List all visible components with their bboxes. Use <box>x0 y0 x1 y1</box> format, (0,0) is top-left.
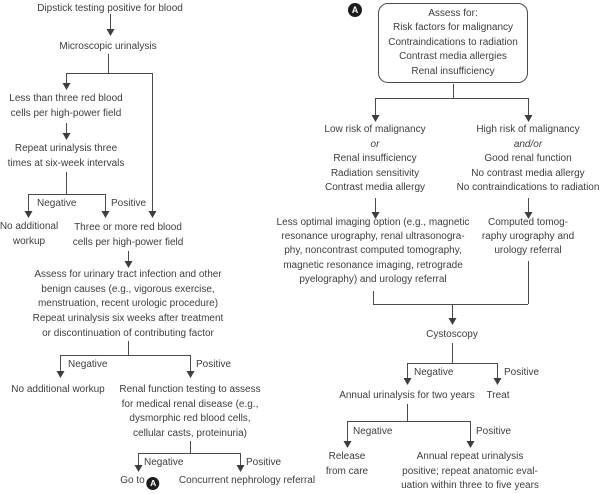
connector-line <box>138 453 240 454</box>
branch-label-positive: Positive <box>476 426 512 437</box>
node-repeat-six-weeks: Repeat urinalysis six weeks after treatm… <box>32 313 224 339</box>
arrow-down-icon <box>24 211 33 218</box>
marker-a-icon: A <box>146 476 160 490</box>
branch-label-positive: Positive <box>504 367 540 378</box>
connector-line <box>66 73 152 74</box>
connector-line <box>452 304 453 318</box>
arrow-down-icon <box>101 211 110 218</box>
high-risk-conjunction: and/or <box>513 138 543 150</box>
connector-line <box>528 261 529 304</box>
connector-line <box>373 304 528 305</box>
connector-line <box>128 251 129 261</box>
branch-label-positive: Positive <box>111 198 147 209</box>
node-dipstick-positive: Dipstick testing positive for blood <box>37 3 183 14</box>
connector-line <box>470 421 471 441</box>
node-low-risk: Low risk of malignancy or Renal insuffic… <box>324 123 425 196</box>
node-treat: Treat <box>486 390 510 401</box>
connector-line <box>407 404 408 421</box>
branch-label-positive: Positive <box>246 457 282 468</box>
arrow-down-icon <box>106 29 115 36</box>
arrow-down-icon <box>466 441 475 448</box>
connector-line <box>347 421 348 441</box>
connector-line <box>375 98 376 115</box>
connector-line <box>497 363 498 378</box>
branch-label-negative: Negative <box>414 367 454 378</box>
node-no-additional-workup-2: No additional workup <box>11 384 105 395</box>
branch-label-negative: Negative <box>353 426 393 437</box>
branch-label-negative: Negative <box>37 198 77 209</box>
marker-a-icon: A <box>348 3 362 17</box>
connector-line <box>110 14 111 29</box>
connector-line <box>66 73 67 83</box>
arrow-down-icon <box>56 371 65 378</box>
connector-line <box>128 341 129 355</box>
arrow-down-icon <box>124 261 133 268</box>
arrow-down-icon <box>343 441 352 448</box>
connector-line <box>373 291 374 304</box>
low-risk-conjunction: or <box>370 138 380 150</box>
arrow-down-icon <box>148 211 157 218</box>
arrow-down-icon <box>448 318 457 325</box>
node-high-risk: High risk of malignancy and/or Good rena… <box>457 123 600 196</box>
connector-line <box>375 198 376 212</box>
connector-line <box>28 194 29 211</box>
arrow-down-icon <box>134 465 143 472</box>
arrow-down-icon <box>371 212 380 219</box>
high-risk-title: High risk of malignancy <box>476 124 580 135</box>
arrow-down-icon <box>371 115 380 122</box>
arrow-down-icon <box>524 212 533 219</box>
branch-label-negative: Negative <box>144 457 184 468</box>
low-risk-title: Low risk of malignancy <box>324 124 426 135</box>
arrow-down-icon <box>62 133 71 140</box>
node-annual-urinalysis: Annual urinalysis for two years <box>339 390 475 401</box>
node-microscopic-urinalysis: Microscopic urinalysis <box>59 41 157 52</box>
connector-line <box>108 54 109 73</box>
arrow-down-icon <box>403 378 412 385</box>
node-less-optimal-imaging: Less optimal imaging option (e.g., magne… <box>276 217 470 285</box>
branch-label-positive: Positive <box>196 359 232 370</box>
connector-line <box>452 343 453 363</box>
connector-line <box>60 355 190 356</box>
node-nephrology-referral: Concurrent nephrology referral <box>178 475 316 486</box>
connector-line <box>375 98 528 99</box>
connector-line <box>138 453 139 465</box>
connector-line <box>407 363 408 378</box>
connector-line <box>528 98 529 115</box>
branch-label-negative: Negative <box>68 359 108 370</box>
arrow-down-icon <box>524 115 533 122</box>
node-assess-benign-causes: Assess for urinary tract infection and o… <box>34 269 222 309</box>
connector-line <box>66 123 67 133</box>
arrow-down-icon <box>62 83 71 90</box>
connector-line <box>28 194 105 195</box>
connector-line <box>190 441 191 453</box>
connector-line <box>60 355 61 371</box>
connector-line <box>528 198 529 212</box>
connector-line <box>407 363 497 364</box>
goto-label: Go to <box>120 475 145 486</box>
connector-line <box>453 84 454 98</box>
node-cystoscopy: Cystoscopy <box>426 329 478 340</box>
arrow-down-icon <box>186 371 195 378</box>
connector-line <box>190 355 191 371</box>
connector-line <box>66 172 67 194</box>
arrow-down-icon <box>493 378 502 385</box>
connector-line <box>105 194 106 211</box>
connector-line <box>152 73 153 211</box>
connector-line <box>240 453 241 465</box>
arrow-down-icon <box>236 465 245 472</box>
connector-line <box>347 421 470 422</box>
